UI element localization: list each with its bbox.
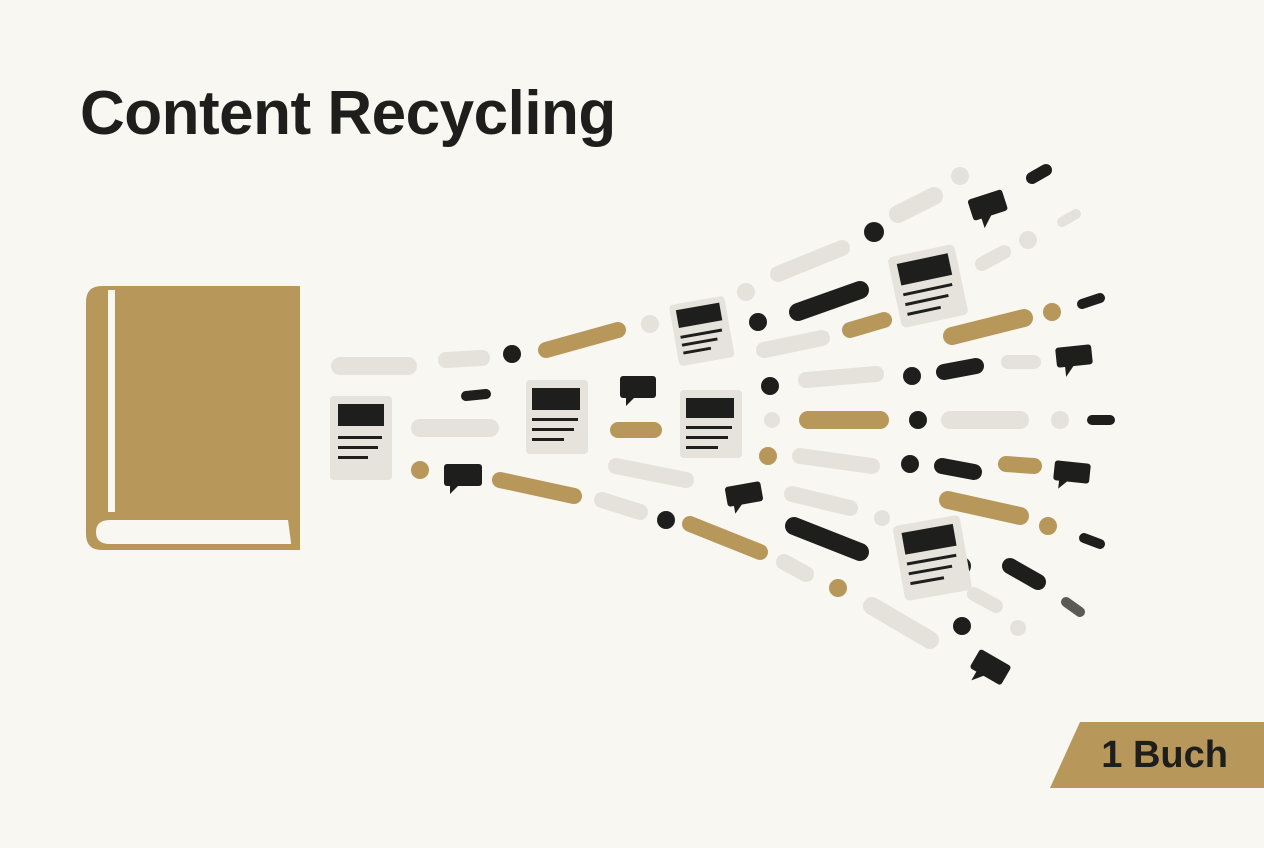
- dot-fragment: [761, 377, 779, 395]
- dot-fragment: [1043, 303, 1061, 321]
- dot-fragment: [657, 511, 675, 529]
- dot-fragment: [829, 579, 847, 597]
- dot-fragment: [864, 222, 884, 242]
- dot-fragment: [1051, 411, 1069, 429]
- dash-fragment: [756, 330, 830, 358]
- badge-shape: [1050, 722, 1264, 788]
- dash-fragment: [798, 366, 884, 388]
- dash-fragment: [1077, 293, 1105, 309]
- article-card-icon: [669, 296, 735, 366]
- dash-fragment: [785, 517, 869, 561]
- dash-fragment: [975, 245, 1011, 271]
- dot-fragment: [951, 167, 969, 185]
- dash-fragment: [889, 187, 943, 223]
- dash-fragment: [936, 358, 984, 380]
- dot-fragment: [503, 345, 521, 363]
- book-icon: [86, 286, 300, 550]
- dash-fragment: [784, 486, 858, 516]
- dash-fragment: [461, 389, 491, 401]
- article-card-icon: [526, 380, 588, 454]
- dash-fragment: [594, 492, 648, 520]
- badge-label: 1 Buch: [1101, 734, 1228, 776]
- dash-fragment: [438, 350, 490, 368]
- dot-fragment: [737, 283, 755, 301]
- chat-bubble-icon: [620, 376, 656, 406]
- dash-fragment: [770, 240, 850, 282]
- dash-fragment: [682, 516, 768, 560]
- dark-dash-fragments: [461, 164, 1115, 617]
- article-card-icon: [893, 515, 972, 601]
- dash-fragment: [967, 587, 1003, 613]
- chat-bubble-icon: [967, 189, 1008, 229]
- count-badge: 1 Buch: [1050, 722, 1264, 788]
- dash-fragment: [998, 456, 1042, 474]
- dash-fragment: [842, 312, 892, 338]
- dot-fragment: [1039, 517, 1057, 535]
- dash-fragment: [1079, 533, 1105, 549]
- dash-fragment: [1061, 597, 1085, 617]
- dot-fragment: [1010, 620, 1026, 636]
- dot-fragment: [759, 447, 777, 465]
- chat-bubble-icons: [444, 189, 1093, 685]
- dash-fragment: [789, 281, 869, 321]
- dot-fragment: [641, 315, 659, 333]
- dot-fragment: [874, 510, 890, 526]
- dash-fragment: [492, 472, 582, 504]
- dot-fragment: [901, 455, 919, 473]
- dash-fragment: [934, 458, 982, 480]
- chat-bubble-icon: [444, 464, 482, 494]
- dash-fragment: [943, 309, 1033, 345]
- dash-fragment: [1026, 164, 1052, 184]
- dot-fragment: [411, 461, 429, 479]
- dot-fragment: [764, 412, 780, 428]
- gold-dash-fragments: [492, 309, 1042, 560]
- dot-fragment: [909, 411, 927, 429]
- dash-fragment: [1002, 558, 1046, 590]
- dash-fragment: [538, 322, 626, 358]
- dot-fragment: [953, 617, 971, 635]
- chat-bubble-icon: [1055, 344, 1093, 377]
- dot-fragment: [903, 367, 921, 385]
- dash-fragment: [608, 458, 694, 488]
- chat-bubble-icon: [1053, 460, 1091, 489]
- page-title: Content Recycling: [80, 79, 616, 148]
- article-card-icon: [680, 390, 742, 458]
- dash-fragment: [776, 554, 814, 582]
- chat-bubble-icon: [725, 481, 763, 514]
- article-card-icon: [888, 244, 968, 328]
- dash-fragment: [939, 491, 1029, 525]
- dot-fragment: [1019, 231, 1037, 249]
- dash-fragment: [863, 597, 939, 649]
- light-dash-fragments: [331, 187, 1081, 649]
- dash-fragment: [792, 448, 880, 474]
- chat-bubble-icon: [970, 649, 1011, 685]
- article-card-icon: [330, 396, 392, 480]
- dot-fragment: [749, 313, 767, 331]
- dash-fragment: [1057, 209, 1081, 227]
